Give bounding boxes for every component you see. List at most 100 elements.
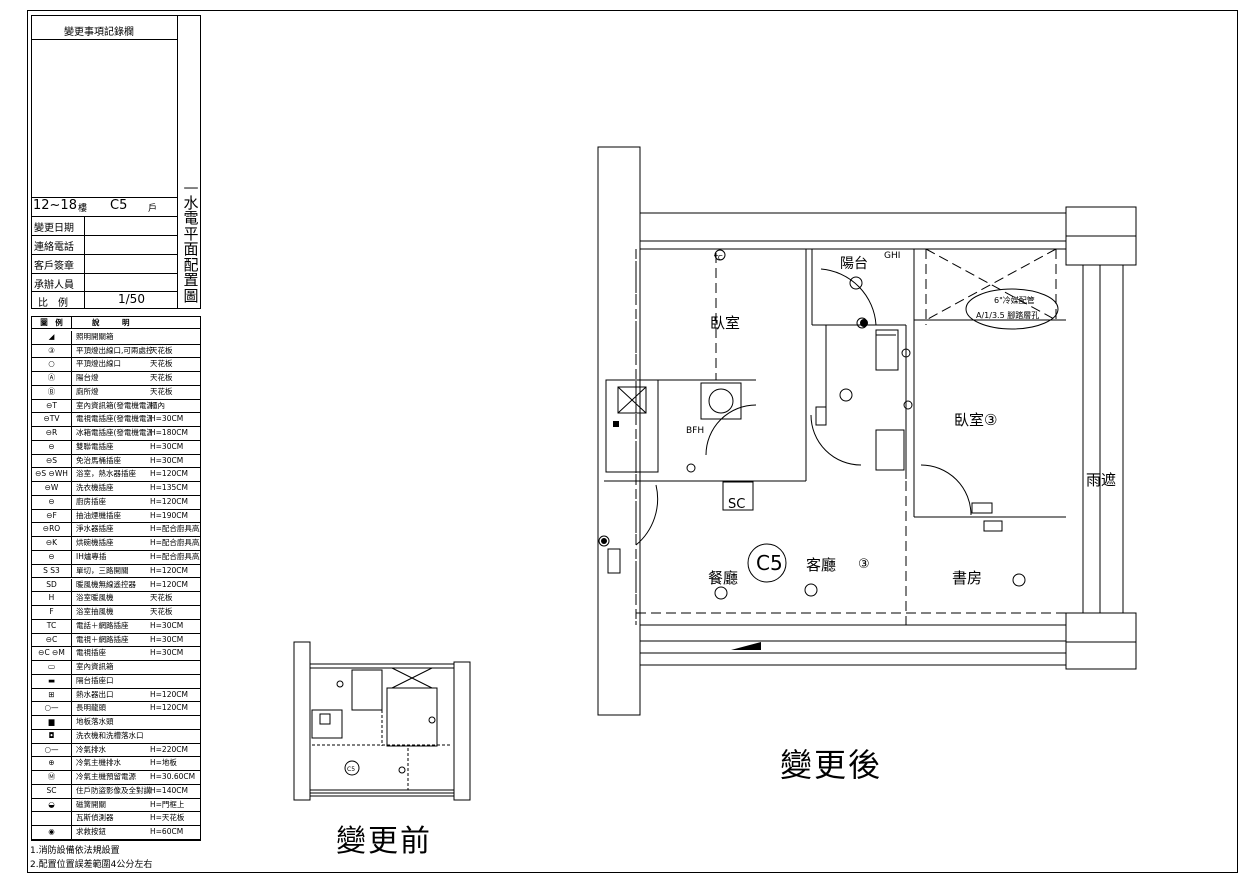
room-dining: 餐廳 [708, 569, 738, 587]
rule [31, 254, 178, 255]
legend-symbol: ⊖W [32, 482, 72, 495]
legend-symbol: TC [32, 619, 72, 633]
legend-symbol: ⊖C [32, 633, 72, 647]
legend-symbol: ◒ [32, 798, 72, 812]
legend-desc: 瓦斯偵測器 [76, 813, 114, 823]
door-swing [920, 464, 972, 516]
legend-value: H=地板 [150, 758, 177, 768]
legend-row: TC 電話＋網路插座 H=30CM [32, 619, 200, 634]
legend-row: ⊖F 抽油煙機插座 H=190CM [32, 509, 200, 524]
legend-value: H=190CM [150, 510, 188, 520]
sc-label: SC [728, 497, 745, 512]
before-unit-code: C5 [347, 766, 355, 773]
legend-symbol: ◉ [32, 826, 72, 839]
legend-row: ◘洗衣機和洗槽落水口 [32, 729, 200, 744]
legend-desc: 電視插座 [76, 648, 106, 658]
legend-value: H=120CM [150, 496, 188, 506]
handler-label: 承辦人員 [34, 280, 74, 291]
legend-symbol: ⊕ [32, 757, 72, 771]
legend-value: H=140CM [150, 785, 188, 795]
legend-value: H=30CM [150, 620, 184, 630]
phone-label: 連絡電話 [34, 242, 74, 253]
legend-table: 圖 例 說 明 ◢照明開關箱③平頂燈出線口,可兩處控制天花板○平頂燈出線口天花板… [31, 316, 201, 841]
legend-desc: 浴室暖風機 [76, 593, 114, 603]
legend-desc: 冷氣主機排水 [76, 758, 121, 768]
legend-desc: 長明龍頭 [76, 703, 106, 713]
legend-value: H=配合廚具高度 [150, 551, 200, 561]
legend-value: 天花板 [150, 386, 173, 396]
legend-header: 圖 例 說 明 [32, 317, 200, 329]
legend-symbol: F [32, 606, 72, 619]
scale-label: 比 例 [38, 298, 68, 309]
ceiling-light-symbol [804, 583, 818, 597]
legend-desc: 室內資訊箱(發電機電源) [76, 400, 152, 410]
before-left-column [293, 641, 311, 801]
before-right-column [453, 661, 471, 801]
legend-desc: 洗衣機插座 [76, 483, 114, 493]
rule [31, 235, 178, 236]
legend-symbol [32, 812, 72, 826]
legend-value: H=30CM [150, 455, 184, 465]
legend-desc: 磁簧開關 [76, 799, 106, 809]
legend-symbol: ◢ [32, 330, 72, 344]
legend-row: ○平頂燈出線口天花板 [32, 358, 200, 373]
unit-code: C5 [110, 198, 128, 213]
legend-desc: 照明開關箱 [76, 331, 114, 341]
unit-circle [747, 543, 787, 583]
legend-symbol: ▭ [32, 661, 72, 674]
room-bedroom-1: 臥室 [710, 314, 740, 332]
unit-label: 戶 [148, 204, 158, 214]
ac-note-a: 6"冷媒配管 [994, 295, 1035, 305]
scale-value: 1/50 [118, 292, 145, 306]
legend-value: 天花板 [150, 359, 173, 369]
legend-desc: 廚房插座 [76, 496, 106, 506]
legend-row: SC住戶防盜影像及全對講主機H=140CM [32, 784, 200, 799]
legend-desc: 住戶防盜影像及全對講主機 [76, 785, 152, 795]
legend-value: H=30CM [150, 648, 184, 658]
legend-symbol: S S3 [32, 564, 72, 578]
door-swing [705, 404, 757, 456]
legend-desc: 地板落水頭 [76, 717, 114, 727]
legend-desc: 冷氣主機預留電源 [76, 772, 136, 782]
legend-desc: 抽油煙機插座 [76, 510, 121, 520]
legend-desc: 暖風機無線遙控器 [76, 579, 136, 589]
before-caption: 變更前 [336, 824, 432, 859]
legend-desc: 電視電插座(發電機電源) [76, 414, 152, 424]
legend-value: H=120CM [150, 469, 188, 479]
legend-value: H=30CM [150, 441, 184, 451]
room-bedroom-3: 臥室③ [954, 411, 997, 429]
legend-desc: 雙聯電插座 [76, 441, 114, 451]
rule [31, 216, 178, 217]
legend-desc: 平頂燈出線口 [76, 359, 121, 369]
legend-desc: 烘碗機插座 [76, 538, 114, 548]
legend-value: H=220CM [150, 744, 188, 754]
legend-desc: 隔台插座口 [76, 675, 114, 685]
door-swing [635, 484, 659, 546]
floor-drain-symbol [686, 463, 696, 473]
legend-value: H=天花板 [150, 813, 185, 823]
legend-symbol: ⊖F [32, 509, 72, 523]
legend-symbol: ③ [32, 344, 72, 358]
before-unit-circle [344, 760, 360, 776]
legend-desc: 求救按鈕 [76, 827, 106, 837]
legend-desc: 電話＋網路插座 [76, 620, 129, 630]
legend-value: H=30CM [150, 634, 184, 644]
legend-desc: 冷氣排水 [76, 744, 106, 754]
ceiling-light-symbol [1012, 573, 1026, 587]
legend-symbol: Ⓜ [32, 771, 72, 784]
legend-symbol: ◘ [32, 729, 72, 743]
